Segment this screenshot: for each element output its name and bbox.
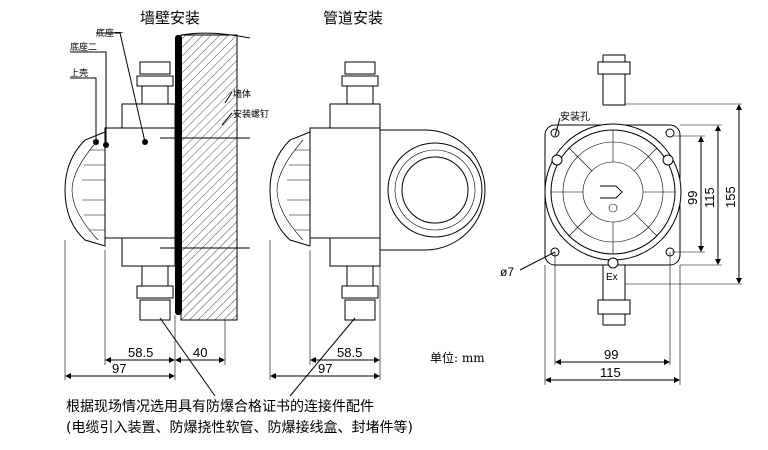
label-ex-mark: Ex (606, 272, 618, 283)
base-body (104, 127, 176, 239)
dim-wall-gap: 40 (193, 345, 207, 360)
label-base2: 底座二 (70, 41, 97, 53)
label-hole-diameter: ø7 (500, 265, 514, 279)
dim-front-total-v: 155 (723, 186, 738, 208)
dim-pipe-depth: 58.5 (337, 345, 362, 360)
label-mount-hole: 安装孔 (560, 110, 590, 123)
dim-front-body-h: 115 (600, 365, 621, 380)
front-view (519, 54, 742, 385)
mounting-plate (175, 35, 182, 315)
dim-wall-total: 97 (112, 361, 126, 376)
label-base1: 底座一 (96, 27, 123, 39)
label-upper-shell: 上壳 (70, 67, 88, 79)
pipe-mount-view (269, 61, 486, 380)
dim-pipe-total: 97 (318, 361, 332, 376)
wall-mount-view (64, 32, 251, 321)
wall-dimensions (64, 240, 226, 380)
upper-shell (64, 131, 106, 247)
unit-label: 单位: mm (430, 350, 485, 365)
dim-front-body-v: 115 (702, 187, 717, 208)
note-line-2: (电缆引入装置、防爆挠性软管、防爆接线盒、封堵件等) (66, 420, 413, 436)
label-mount-screw: 安装螺钉 (233, 108, 269, 120)
note-line-1: 根据现场情况选用具有防爆合格证书的连接件配件 (66, 399, 374, 415)
wall-mount-title: 墙壁安装 (140, 9, 200, 27)
dim-wall-depth: 58.5 (128, 345, 153, 360)
label-wall-body: 墙体 (233, 88, 251, 100)
wall-section (180, 34, 238, 321)
dim-front-hole-h: 99 (604, 347, 618, 362)
pipe-mount-title: 管道安装 (323, 9, 383, 27)
dim-front-hole-v: 99 (685, 191, 700, 205)
